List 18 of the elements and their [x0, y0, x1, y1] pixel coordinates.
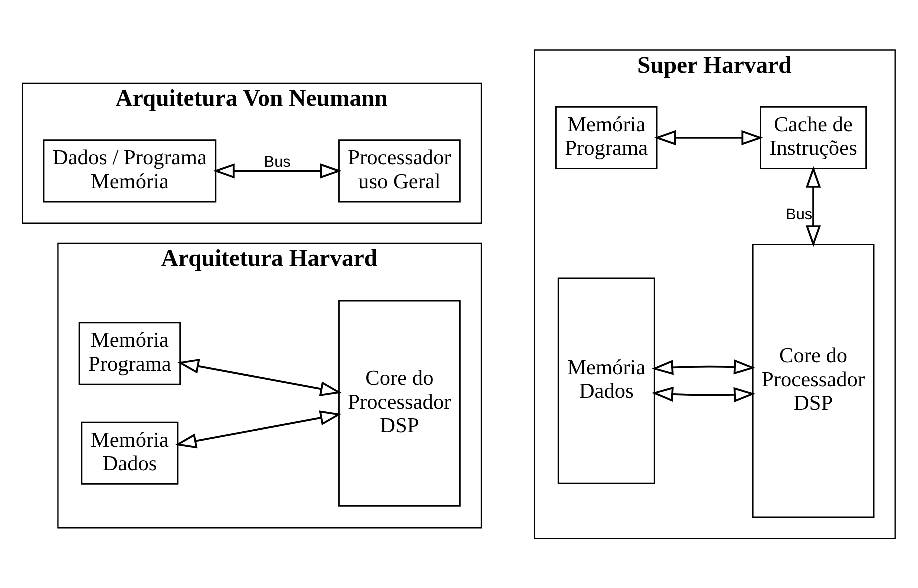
arrow: [806, 166, 822, 247]
arrow: [654, 130, 764, 146]
node-box: Processador uso Geral: [338, 139, 461, 202]
arrow: [175, 410, 342, 448]
arrow: [652, 359, 756, 375]
edge-label: Bus: [264, 153, 291, 170]
node-box: Memória Programa: [78, 322, 182, 385]
node-box: Cache de Instruções: [760, 106, 868, 170]
edge-label: Bus: [786, 206, 813, 223]
node-box: Memória Programa: [556, 106, 658, 170]
arrow: [652, 386, 756, 402]
node-box: Core do Processador DSP: [752, 243, 875, 518]
node-box: Core do Processador DSP: [338, 300, 461, 506]
node-box: Dados / Programa Memória: [43, 139, 217, 202]
node-box: Memória Dados: [81, 421, 179, 484]
node-box: Memória Dados: [558, 277, 656, 484]
arrow: [213, 163, 342, 178]
arrow: [178, 358, 342, 396]
